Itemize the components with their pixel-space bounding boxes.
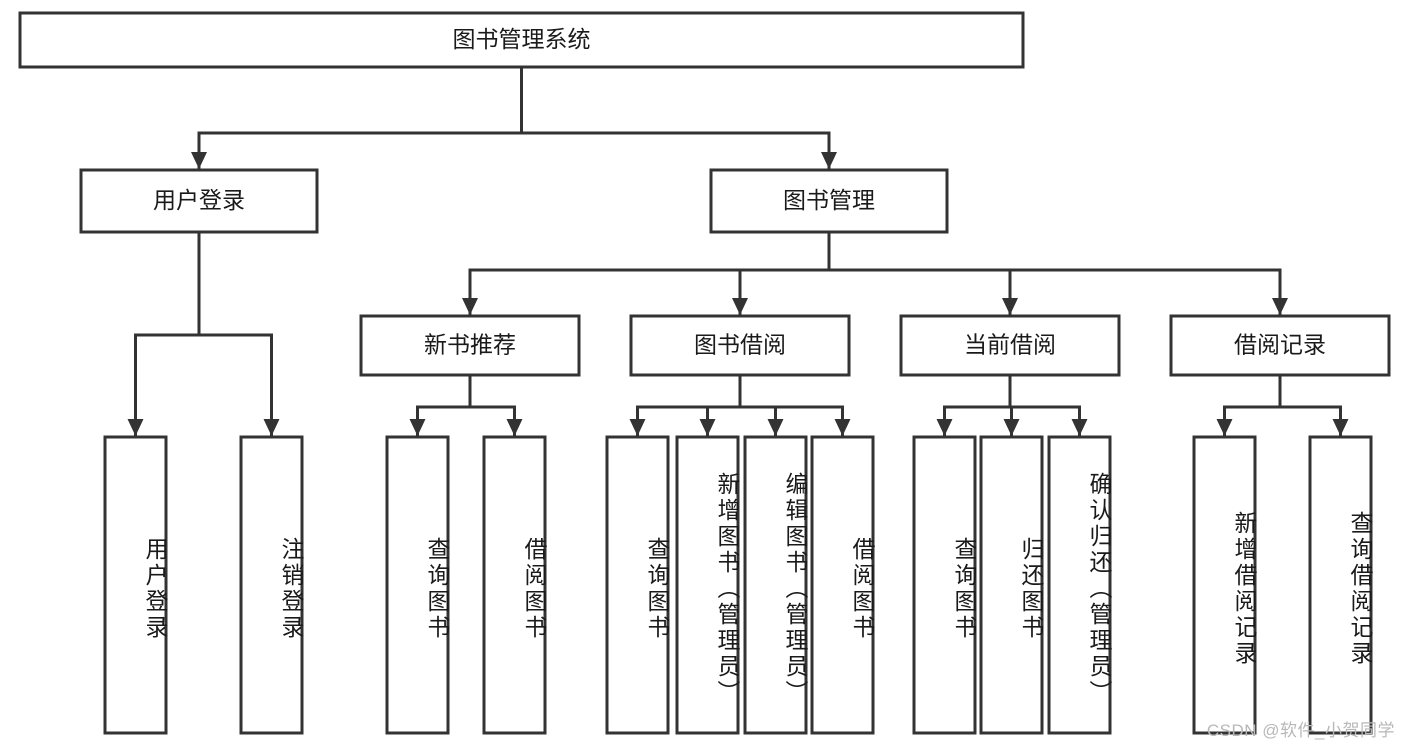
node-box-leaf-query-book-cur[interactable] [912,435,977,735]
arrow-head [263,419,280,436]
node-box-root[interactable] [18,11,1025,69]
arrow-head [127,419,144,436]
node-box-leaf-edit-book[interactable] [743,435,808,735]
arrow-head [821,152,837,169]
node-label-user-login: 用户登录 [153,187,245,213]
node-label-borrow-record: 借阅记录 [1234,332,1326,358]
node-label-new-book-rec: 新书推荐 [424,332,516,358]
node-box-leaf-add-book[interactable] [675,435,740,735]
arrow-head [1071,419,1088,436]
arrow-head [1272,298,1288,315]
node-box-new-book-rec[interactable] [359,314,581,377]
arrow-head [462,298,478,315]
arrow-head [191,152,207,169]
node-box-borrow-record[interactable] [1169,314,1391,377]
arrow-head [699,419,716,436]
node-boxes [18,11,1391,735]
node-box-book-manage[interactable] [709,168,949,234]
node-box-current-borrow[interactable] [899,314,1121,377]
arrow-head [1216,419,1233,436]
node-label-root: 图书管理系统 [453,26,591,52]
node-box-leaf-query-book-borrow[interactable] [605,435,670,735]
watermark-text: CSDN @软件_小贺同学 [1206,721,1395,740]
node-box-leaf-query-book-rec[interactable] [385,435,450,735]
node-box-book-borrow[interactable] [629,314,851,377]
arrow-head [732,298,748,315]
node-label-book-manage: 图书管理 [783,187,875,213]
node-box-leaf-query-record[interactable] [1308,435,1373,735]
node-label-current-borrow: 当前借阅 [964,332,1056,358]
connector-lines [127,65,1349,437]
node-box-user-login[interactable] [79,168,319,234]
node-box-leaf-confirm-return[interactable] [1047,435,1112,735]
arrow-head [1003,419,1020,436]
node-box-leaf-borrow-book-rec[interactable] [482,435,547,735]
node-box-leaf-add-record[interactable] [1192,435,1257,735]
arrow-head [936,419,953,436]
arrow-head [1332,419,1349,436]
node-label-book-borrow: 图书借阅 [694,332,786,358]
arrow-head [629,419,646,436]
node-box-leaf-user-login[interactable] [103,435,168,735]
arrow-head [767,419,784,436]
arrow-head [506,419,523,436]
node-box-leaf-borrow-book[interactable] [810,435,875,735]
node-box-leaf-logout[interactable] [239,435,304,735]
arrow-head [834,419,851,436]
node-box-leaf-return-book[interactable] [979,435,1044,735]
arrow-head [1002,298,1018,315]
arrow-head [409,419,426,436]
